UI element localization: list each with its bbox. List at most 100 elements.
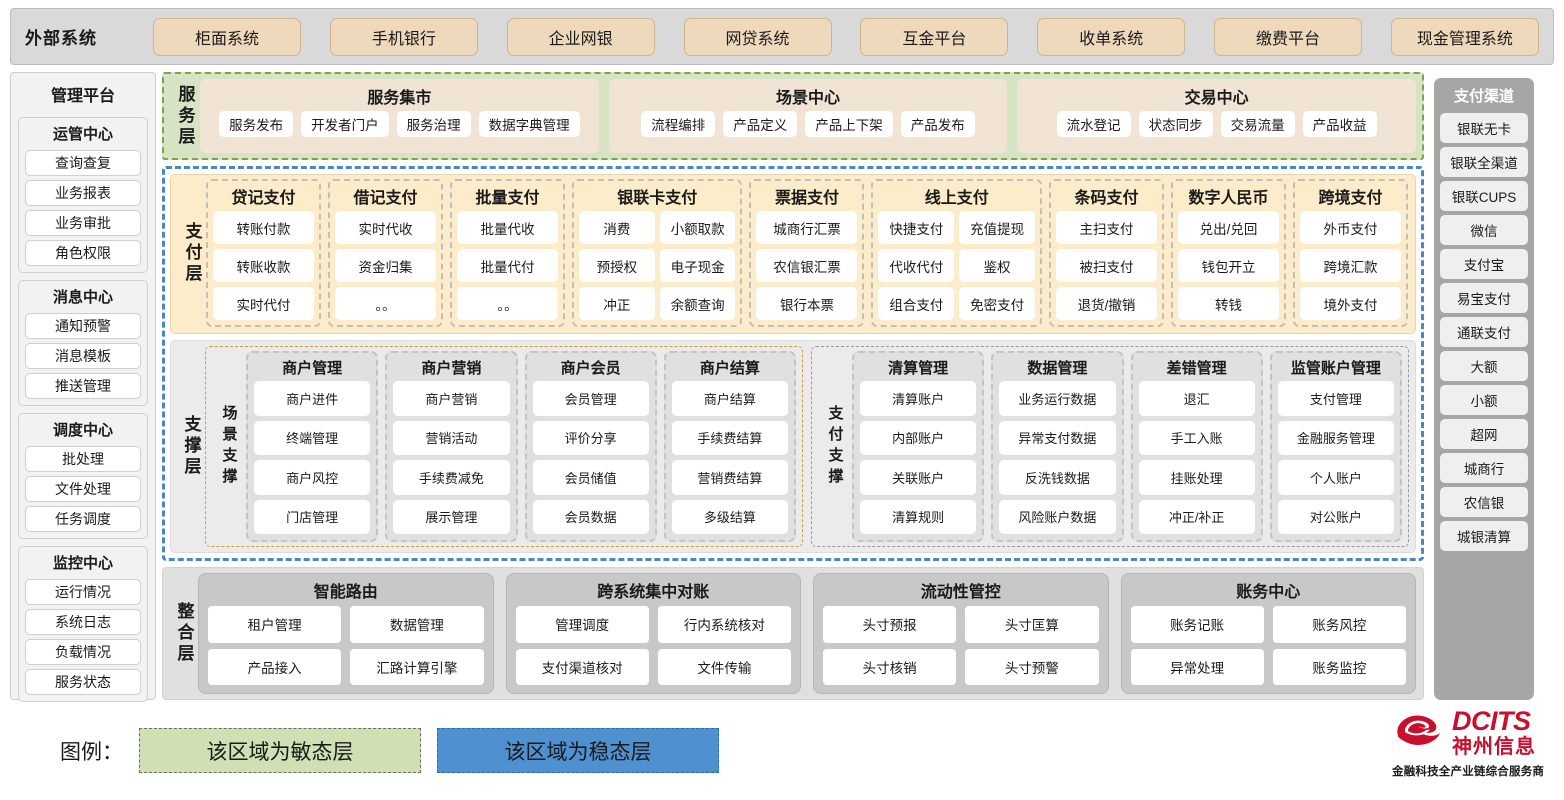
integration-item[interactable]: 头寸核销 xyxy=(823,648,957,685)
integration-item[interactable]: 数据管理 xyxy=(350,606,484,643)
service-item[interactable]: 产品收益 xyxy=(1302,111,1377,137)
payment-item[interactable]: 电子现金 xyxy=(659,249,736,282)
management-item[interactable]: 角色权限 xyxy=(25,240,141,266)
payment-channel-item[interactable]: 微信 xyxy=(1440,215,1528,245)
support-item[interactable]: 商户风控 xyxy=(254,460,371,495)
support-item[interactable]: 挂账处理 xyxy=(1138,460,1255,495)
payment-channel-item[interactable]: 大额 xyxy=(1440,351,1528,381)
payment-item[interactable]: 批量代收 xyxy=(456,211,558,244)
management-item[interactable]: 消息模板 xyxy=(25,343,141,369)
payment-channel-item[interactable]: 农信银 xyxy=(1440,487,1528,517)
integration-item[interactable]: 租户管理 xyxy=(208,606,342,643)
integration-item[interactable]: 账务监控 xyxy=(1272,648,1406,685)
management-item[interactable]: 运行情况 xyxy=(25,579,141,605)
payment-item[interactable]: 预授权 xyxy=(578,249,655,282)
support-item[interactable]: 业务运行数据 xyxy=(999,381,1116,416)
integration-item[interactable]: 异常处理 xyxy=(1130,648,1264,685)
payment-item[interactable]: 消费 xyxy=(578,211,655,244)
support-item[interactable]: 冲正/补正 xyxy=(1138,499,1255,534)
support-item[interactable]: 手工入账 xyxy=(1138,420,1255,455)
integration-item[interactable]: 支付渠道核对 xyxy=(515,648,649,685)
service-item[interactable]: 产品发布 xyxy=(900,111,975,137)
integration-item[interactable]: 头寸预报 xyxy=(823,606,957,643)
payment-item[interactable]: 批量代付 xyxy=(456,249,558,282)
external-system-chip[interactable]: 缴费平台 xyxy=(1214,17,1363,56)
payment-item[interactable]: 被扫支付 xyxy=(1056,249,1157,282)
service-item[interactable]: 开发者门户 xyxy=(301,111,389,137)
payment-item[interactable]: 快捷支付 xyxy=(878,211,955,244)
payment-item[interactable]: 跨境汇款 xyxy=(1299,249,1401,282)
payment-item[interactable]: 转钱 xyxy=(1177,287,1279,320)
integration-item[interactable]: 管理调度 xyxy=(515,606,649,643)
support-item[interactable]: 营销活动 xyxy=(393,420,510,455)
integration-item[interactable]: 文件传输 xyxy=(657,648,791,685)
support-item[interactable]: 会员储值 xyxy=(532,460,649,495)
management-item[interactable]: 文件处理 xyxy=(25,476,141,502)
payment-channel-item[interactable]: 易宝支付 xyxy=(1440,283,1528,313)
payment-channel-item[interactable]: 银联全渠道 xyxy=(1440,147,1528,177)
integration-item[interactable]: 产品接入 xyxy=(208,648,342,685)
external-system-chip[interactable]: 收单系统 xyxy=(1037,17,1186,56)
management-item[interactable]: 批处理 xyxy=(25,446,141,472)
support-item[interactable]: 会员数据 xyxy=(532,499,649,534)
support-item[interactable]: 风险账户数据 xyxy=(999,499,1116,534)
payment-channel-item[interactable]: 小额 xyxy=(1440,385,1528,415)
payment-item[interactable]: 退货/撤销 xyxy=(1056,287,1157,320)
external-system-chip[interactable]: 手机银行 xyxy=(329,17,478,56)
service-item[interactable]: 流水登记 xyxy=(1056,111,1131,137)
support-item[interactable]: 会员管理 xyxy=(532,381,649,416)
support-item[interactable]: 商户营销 xyxy=(393,381,510,416)
integration-item[interactable]: 头寸预警 xyxy=(965,648,1099,685)
payment-item[interactable]: 冲正 xyxy=(578,287,655,320)
external-system-chip[interactable]: 柜面系统 xyxy=(153,17,301,56)
payment-item[interactable]: 转账收款 xyxy=(213,249,314,282)
payment-item[interactable]: 兑出/兑回 xyxy=(1177,211,1279,244)
support-item[interactable]: 金融服务管理 xyxy=(1277,420,1394,455)
payment-item[interactable]: 主扫支付 xyxy=(1056,211,1157,244)
support-item[interactable]: 门店管理 xyxy=(254,499,371,534)
external-system-chip[interactable]: 网贷系统 xyxy=(683,17,832,56)
payment-item[interactable]: 实时代收 xyxy=(334,211,436,244)
payment-item[interactable]: 。。 xyxy=(334,287,436,320)
support-item[interactable]: 多级结算 xyxy=(671,499,788,534)
payment-item[interactable]: 城商行汇票 xyxy=(756,211,858,244)
support-item[interactable]: 终端管理 xyxy=(254,420,371,455)
payment-item[interactable]: 组合支付 xyxy=(878,287,955,320)
payment-item[interactable]: 实时代付 xyxy=(213,287,314,320)
management-item[interactable]: 业务报表 xyxy=(25,180,141,206)
integration-item[interactable]: 账务风控 xyxy=(1272,606,1406,643)
support-item[interactable]: 营销费结算 xyxy=(671,460,788,495)
payment-item[interactable]: 鉴权 xyxy=(959,249,1035,282)
service-item[interactable]: 数据字典管理 xyxy=(478,111,580,137)
payment-item[interactable]: 代收代付 xyxy=(878,249,955,282)
payment-item[interactable]: 外币支付 xyxy=(1299,211,1401,244)
integration-item[interactable]: 行内系统核对 xyxy=(657,606,791,643)
service-item[interactable]: 产品定义 xyxy=(723,111,798,137)
payment-item[interactable]: 小额取款 xyxy=(659,211,736,244)
support-item[interactable]: 商户结算 xyxy=(671,381,788,416)
integration-item[interactable]: 头寸匡算 xyxy=(965,606,1099,643)
payment-channel-item[interactable]: 通联支付 xyxy=(1440,317,1528,347)
support-item[interactable]: 手续费减免 xyxy=(393,460,510,495)
payment-item[interactable]: 银行本票 xyxy=(756,287,858,320)
payment-item[interactable]: 余额查询 xyxy=(659,287,736,320)
service-item[interactable]: 状态同步 xyxy=(1138,111,1213,137)
support-item[interactable]: 清算账户 xyxy=(860,381,977,416)
support-item[interactable]: 手续费结算 xyxy=(671,420,788,455)
management-item[interactable]: 负载情况 xyxy=(25,639,141,665)
support-item[interactable]: 评价分享 xyxy=(532,420,649,455)
payment-channel-item[interactable]: 超网 xyxy=(1440,419,1528,449)
service-item[interactable]: 服务发布 xyxy=(219,111,294,137)
payment-channel-item[interactable]: 城银清算 xyxy=(1440,521,1528,551)
integration-item[interactable]: 汇路计算引擎 xyxy=(350,648,484,685)
support-item[interactable]: 支付管理 xyxy=(1277,381,1394,416)
management-item[interactable]: 查询查复 xyxy=(25,150,141,176)
support-item[interactable]: 退汇 xyxy=(1138,381,1255,416)
payment-channel-item[interactable]: 城商行 xyxy=(1440,453,1528,483)
service-item[interactable]: 交易流量 xyxy=(1220,111,1295,137)
external-system-chip[interactable]: 企业网银 xyxy=(506,17,655,56)
payment-item[interactable]: 钱包开立 xyxy=(1177,249,1279,282)
support-item[interactable]: 异常支付数据 xyxy=(999,420,1116,455)
payment-channel-item[interactable]: 支付宝 xyxy=(1440,249,1528,279)
support-item[interactable]: 关联账户 xyxy=(860,460,977,495)
